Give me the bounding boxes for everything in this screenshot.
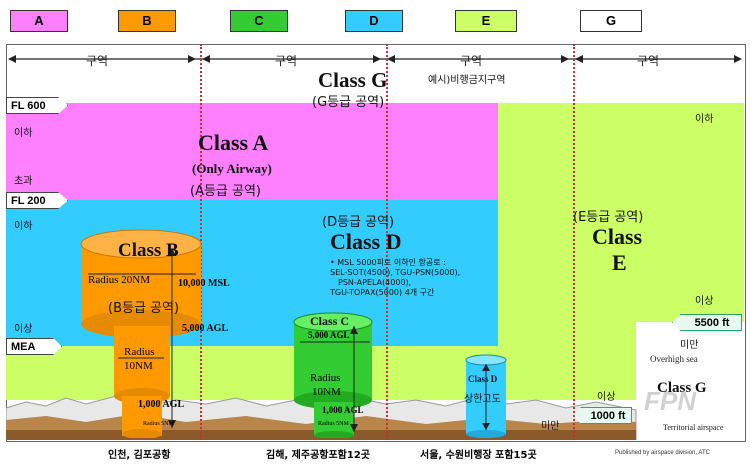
1000ft-tag: 1000 ft bbox=[574, 407, 632, 424]
class-b-alt-mid: 5,000 AGL bbox=[182, 323, 229, 334]
class-d-note-3: PSN-APELA(4000), bbox=[338, 278, 412, 287]
class-c-radius: Radius bbox=[310, 372, 341, 384]
class-b-title: Class B bbox=[118, 240, 179, 261]
watermark: FPN bbox=[644, 386, 696, 416]
zone-arrows bbox=[8, 55, 742, 63]
class-a-ko: (A등급 공역) bbox=[190, 184, 262, 199]
e-label-below: 이하 bbox=[695, 114, 714, 125]
class-c-cylinder bbox=[293, 312, 373, 438]
overhigh-label: Overhigh sea bbox=[650, 354, 698, 364]
bottom-label-1: 인천, 김포공항 bbox=[108, 450, 171, 461]
class-g-low-title: Class G bbox=[657, 380, 707, 396]
class-g-note: 예시)비행금지구역 bbox=[428, 75, 506, 86]
label-below-1: 이하 bbox=[14, 128, 33, 139]
g-label-above: 이상 bbox=[597, 392, 616, 403]
territorial-label: Territorial airspace bbox=[663, 423, 724, 432]
zone-label-3: 구역 bbox=[460, 54, 483, 68]
class-a-band bbox=[6, 103, 498, 200]
class-b-ko: (B등급 공역) bbox=[108, 301, 180, 316]
bottom-label-2: 김해, 제주공항포함12곳 bbox=[266, 450, 370, 461]
class-e-title-2: E bbox=[612, 250, 627, 275]
class-b-radius: Radius 20NM bbox=[88, 274, 151, 286]
class-a-title: Class A bbox=[198, 130, 269, 155]
zone-label-1: 구역 bbox=[86, 54, 109, 68]
class-b-radius-2: Radius bbox=[124, 346, 155, 358]
class-d-note-1: • MSL 5000피트 이하인 항공로 : bbox=[330, 258, 446, 267]
class-d-note: • MSL 5000피트 이하인 항공로 : SEL-SOT(4500), TG… bbox=[330, 258, 460, 298]
fl600-tag: FL 600 bbox=[6, 97, 68, 114]
class-d-small-sub: 상한고도 bbox=[464, 394, 501, 405]
fl200-tag: FL 200 bbox=[6, 192, 68, 209]
e-label-under: 미만 bbox=[680, 340, 699, 351]
class-c-radius-b: 10NM bbox=[312, 386, 341, 398]
credit: Published by airspace division, ATC bbox=[615, 450, 710, 456]
label-below-2: 이하 bbox=[14, 221, 33, 232]
mea-tag: MEA bbox=[6, 338, 62, 355]
class-d-note-4: TGU-TOPAX(5000) 4개 구간 bbox=[330, 288, 435, 297]
class-b-radius-3: Radius 5NM bbox=[143, 421, 174, 427]
class-c-radius-3: Radius 5NM bbox=[318, 421, 349, 427]
class-b-alt-top: 10,000 MSL bbox=[178, 278, 230, 289]
legend-d: D bbox=[345, 10, 403, 32]
zone-label-4: 구역 bbox=[637, 54, 660, 68]
class-c-alt-top: 5,000 AGL bbox=[308, 330, 350, 340]
class-d-note-2: SEL-SOT(4500), TGU-PSN(5000), bbox=[330, 268, 461, 277]
g-label-under: 미만 bbox=[541, 421, 560, 432]
legend-g: G bbox=[580, 10, 642, 32]
separator-2 bbox=[386, 44, 388, 440]
class-e-ko: (E등급 공역) bbox=[573, 210, 644, 225]
legend-b: B bbox=[118, 10, 176, 32]
class-b-radius-2b: 10NM bbox=[124, 360, 153, 372]
class-a-sub: (Only Airway) bbox=[192, 161, 272, 176]
separator-3 bbox=[573, 44, 575, 440]
class-g-title: Class G bbox=[318, 68, 388, 92]
class-e-title: Class bbox=[592, 224, 643, 249]
class-d-title: Class D bbox=[330, 229, 402, 254]
legend-a: A bbox=[10, 10, 68, 32]
class-c-alt-low: 1,000 AGL bbox=[322, 405, 364, 415]
zone-label-2: 구역 bbox=[275, 54, 298, 68]
class-d-small-cylinder bbox=[465, 354, 507, 438]
5500ft-tag: 5500 ft bbox=[672, 314, 742, 331]
e-label-above: 이상 bbox=[695, 296, 714, 307]
class-g-ko: (G등급 공역) bbox=[312, 95, 385, 110]
class-b-alt-low: 1,000 AGL bbox=[138, 399, 185, 410]
class-d-small-title: Class D bbox=[468, 374, 498, 384]
class-g-box bbox=[636, 322, 744, 438]
label-above: 이상 bbox=[14, 324, 33, 335]
bottom-label-3: 서울, 수원비행장 포함15곳 bbox=[420, 450, 537, 461]
label-over: 초과 bbox=[14, 176, 33, 187]
class-c-title: Class C bbox=[310, 314, 350, 328]
legend-e: E bbox=[455, 10, 517, 32]
class-b-cylinder bbox=[80, 229, 202, 438]
class-d-ko: (D등급 공역) bbox=[322, 215, 395, 230]
legend-c: C bbox=[230, 10, 288, 32]
